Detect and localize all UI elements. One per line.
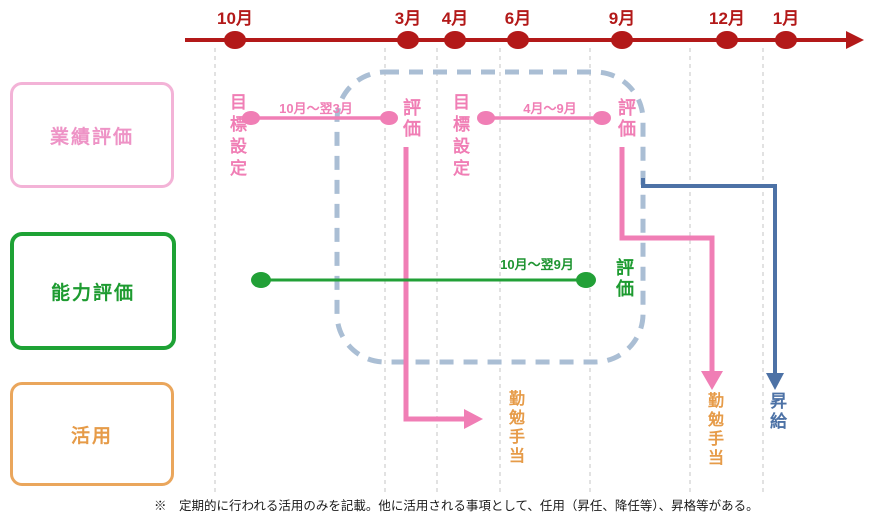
month-dot <box>611 31 633 49</box>
goal-setting-label-2: 目標設定 <box>450 93 469 181</box>
month-dot <box>716 31 738 49</box>
performance-evaluation-box: 業績評価 <box>10 82 174 188</box>
utilization-box: 活用 <box>10 382 174 486</box>
current-period-scope-box <box>334 69 646 365</box>
evaluation-label-2: 評価 <box>616 98 636 140</box>
month-label-apr: 4月 <box>441 9 469 28</box>
month-label-jan: 1月 <box>772 9 800 28</box>
evaluation-label-1: 評価 <box>401 98 421 140</box>
timeline-axis <box>185 31 864 49</box>
timeline-arrowhead-icon <box>846 31 864 49</box>
month-dot <box>397 31 419 49</box>
month-dot <box>775 31 797 49</box>
arrowhead-down-icon <box>766 373 784 390</box>
period-label-oct-to-mar: 10月～翌3月 <box>279 101 353 116</box>
goal-setting-label-1: 目標設定 <box>227 93 246 181</box>
performance-output-arrows <box>403 147 715 422</box>
ability-evaluation-result-label: 評価 <box>614 258 634 300</box>
period-label-apr-to-sep: 4月～9月 <box>523 101 577 116</box>
month-dot <box>507 31 529 49</box>
arrowhead-down-icon <box>701 371 723 390</box>
ability-evaluation-box: 能力評価 <box>10 232 176 350</box>
month-label-sep: 9月 <box>608 9 636 28</box>
month-label-mar: 3月 <box>394 9 422 28</box>
performance-period-segments <box>242 111 611 125</box>
segment-endpoint-dot <box>242 111 260 125</box>
arrowhead-right-icon <box>464 409 483 429</box>
month-dot <box>444 31 466 49</box>
performance-evaluation-label: 業績評価 <box>49 126 134 148</box>
footnote-text: ※ 定期的に行われる活用のみを記載。他に活用される事項として、任用（昇任、降任等… <box>154 499 759 513</box>
arrow-eval2-to-allowance <box>619 147 715 371</box>
diligence-allowance-label-2: 勤勉手当 <box>705 392 722 468</box>
segment-endpoint-dot <box>380 111 398 125</box>
arrow-eval-to-pay-raise <box>641 178 777 373</box>
diligence-allowance-label-1: 勤勉手当 <box>506 390 523 466</box>
arrow-eval1-to-allowance <box>403 147 464 422</box>
utilization-label: 活用 <box>70 425 113 447</box>
segment-endpoint-dot <box>576 272 596 288</box>
segment-endpoint-dot <box>251 272 271 288</box>
ability-period-segment <box>251 272 596 288</box>
month-label-oct: 10月 <box>217 9 253 28</box>
month-label-jun: 6月 <box>504 9 532 28</box>
month-dot <box>224 31 246 49</box>
pay-raise-label: 昇給 <box>767 392 786 432</box>
month-label-dec: 12月 <box>709 9 745 28</box>
segment-endpoint-dot <box>477 111 495 125</box>
segment-endpoint-dot <box>593 111 611 125</box>
ability-evaluation-label: 能力評価 <box>50 282 135 304</box>
period-label-oct-to-next-sep: 10月～翌9月 <box>500 257 574 272</box>
